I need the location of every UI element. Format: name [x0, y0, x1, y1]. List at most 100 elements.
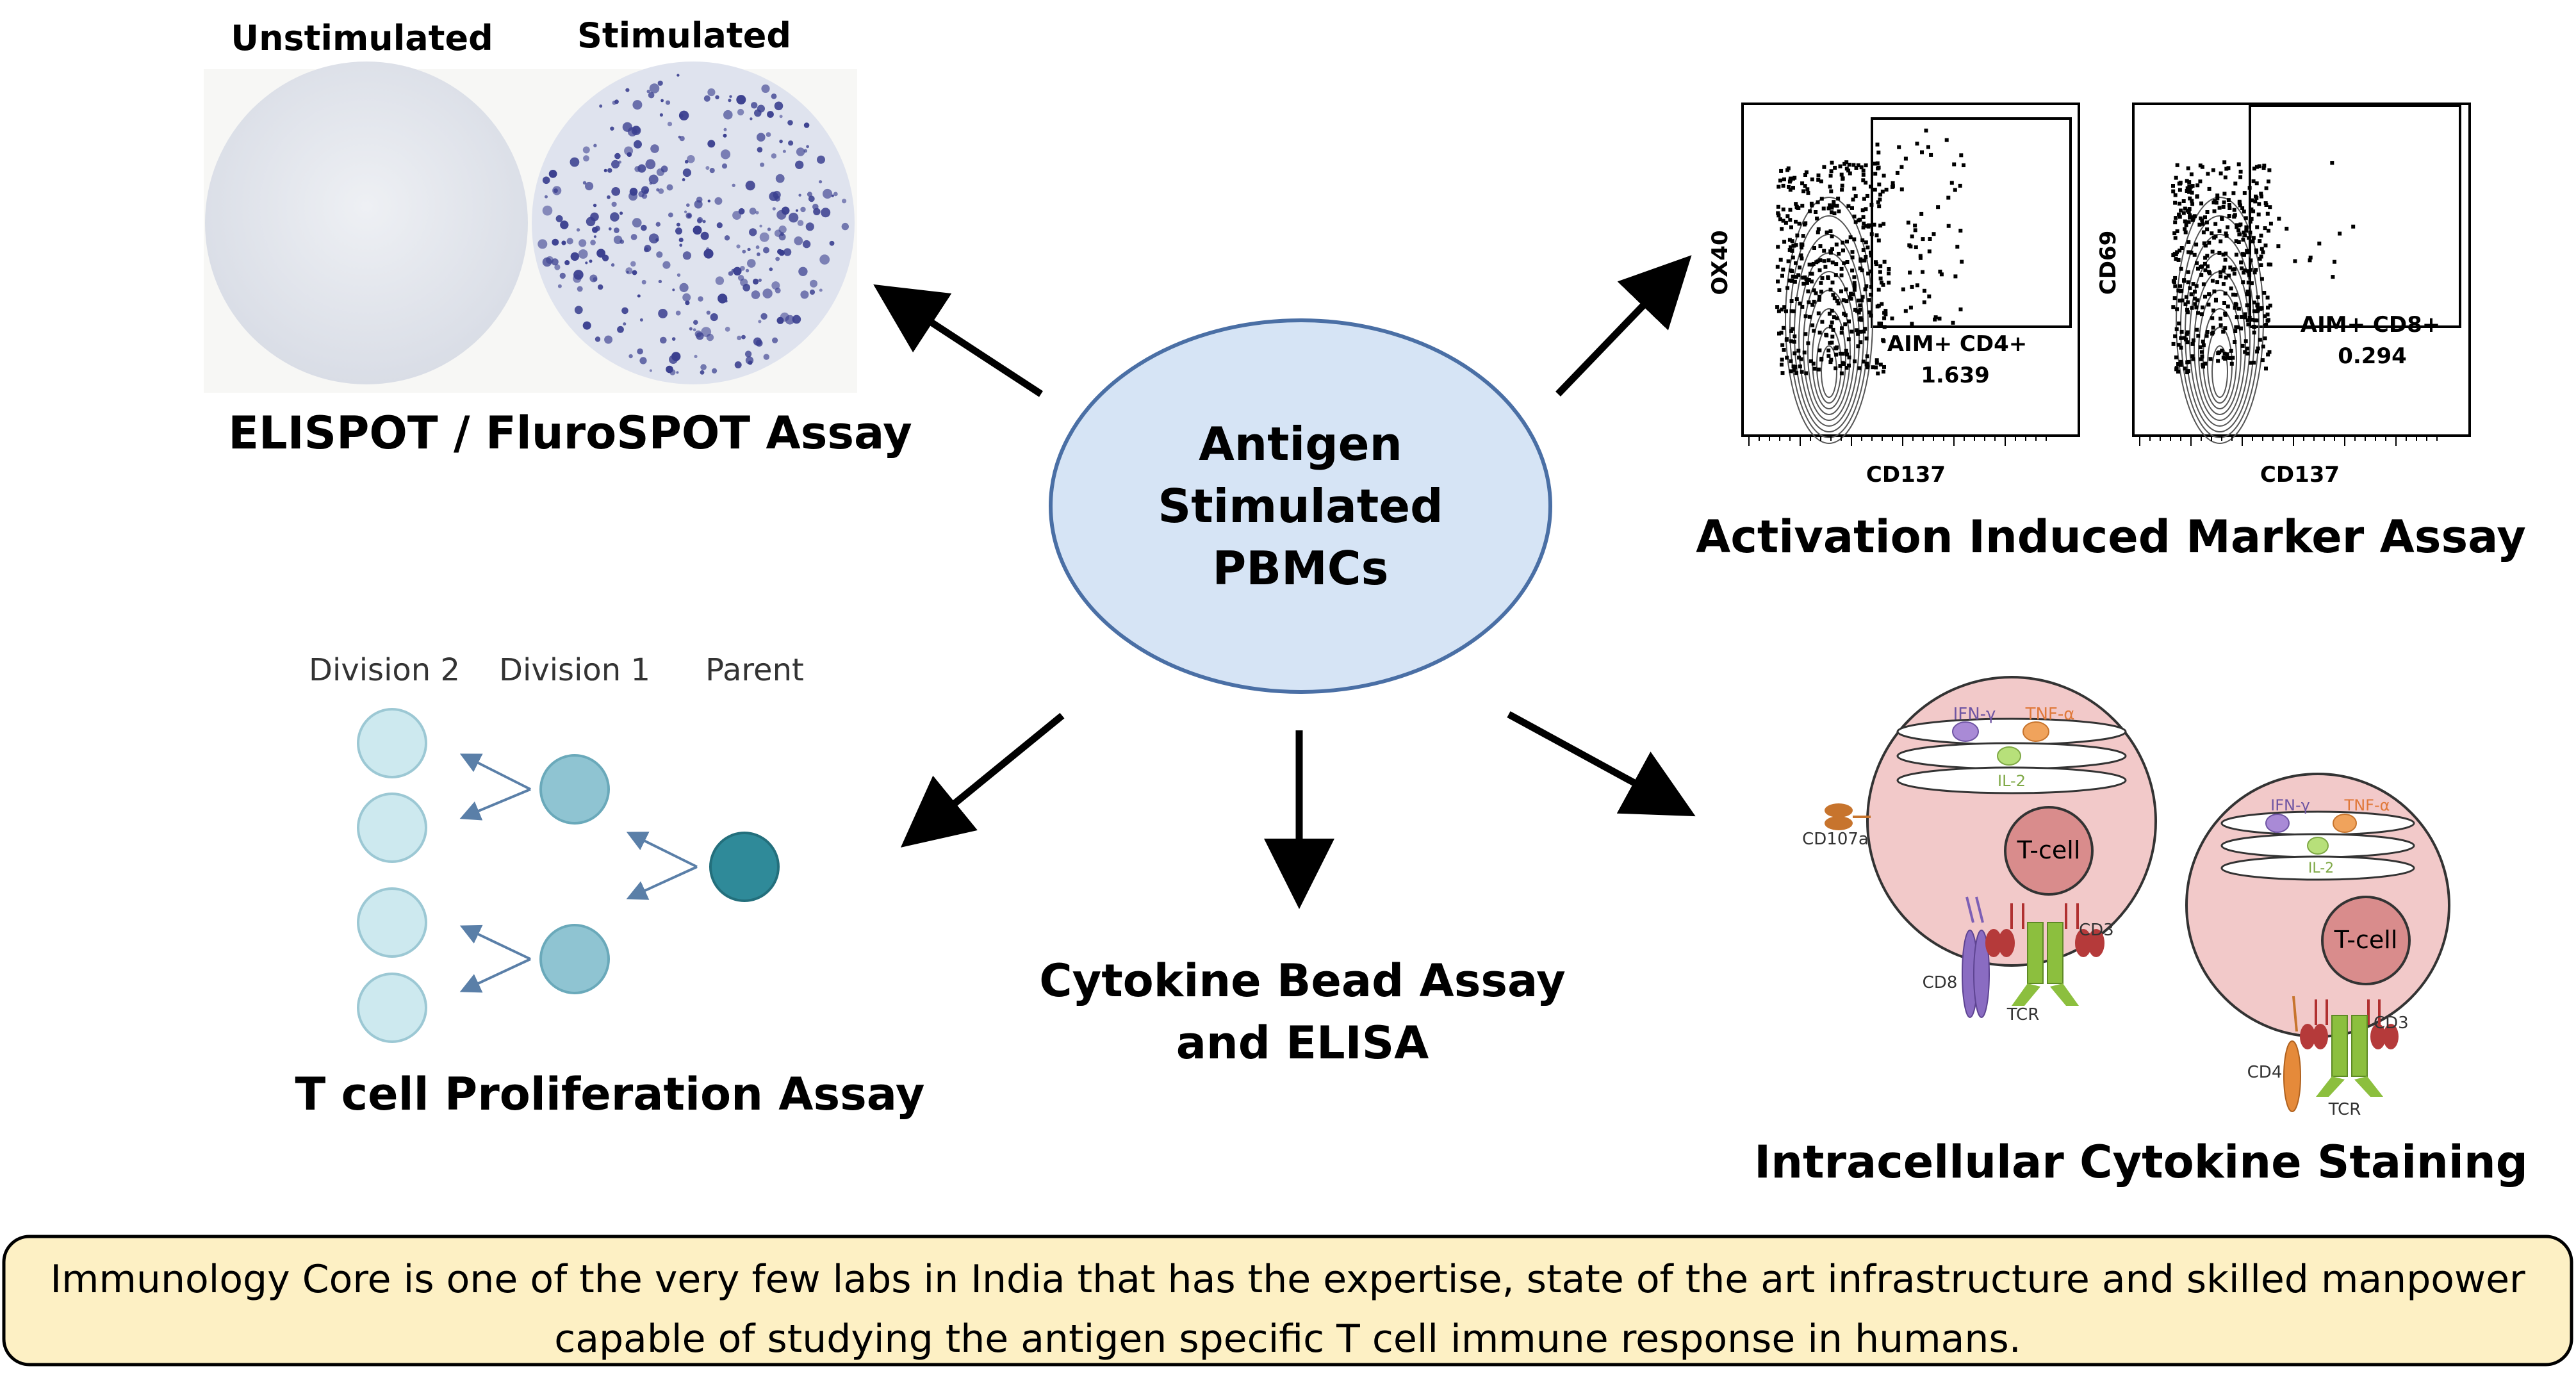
- flow-event: [1805, 187, 1810, 192]
- flow-event: [2179, 329, 2184, 334]
- elispot-spot: [776, 316, 784, 324]
- flow-event: [2231, 191, 2236, 195]
- flow-event: [2211, 325, 2215, 330]
- aim-title: Activation Induced Marker Assay: [1696, 511, 2526, 563]
- flow-event: [1864, 336, 1869, 341]
- flow-event: [1828, 185, 1832, 189]
- flow-event: [2252, 300, 2257, 305]
- elispot-spot: [753, 337, 762, 346]
- flow-event: [2252, 270, 2257, 275]
- flow-event: [1822, 165, 1826, 169]
- flow-event: [2232, 208, 2236, 212]
- elispot-spot: [761, 84, 770, 93]
- flow-event: [1880, 281, 1883, 285]
- elispot-spot: [623, 322, 627, 326]
- flow-event: [1852, 288, 1857, 292]
- flow-event-positive: [1897, 145, 1901, 149]
- flow-event: [2205, 227, 2210, 231]
- flow-event: [1869, 185, 1873, 189]
- flow-event: [1819, 179, 1823, 184]
- flow-event: [1828, 250, 1833, 255]
- flow-event: [1782, 325, 1785, 330]
- flow-event: [1882, 370, 1885, 374]
- flow-event-positive: [1958, 229, 1963, 233]
- flow-event: [2210, 249, 2215, 254]
- flow-event: [1794, 202, 1798, 206]
- flow-event: [2242, 230, 2246, 234]
- flow-event: [2174, 257, 2178, 261]
- flow-event: [2258, 239, 2262, 243]
- division-2-cell: [357, 973, 427, 1043]
- flow-event: [1778, 178, 1782, 183]
- flow-event: [1817, 331, 1822, 335]
- flow-event: [2190, 218, 2195, 222]
- flow-event: [2267, 179, 2270, 184]
- flow-event: [1869, 284, 1873, 289]
- flow-event: [1778, 258, 1783, 262]
- elispot-spot: [555, 215, 563, 222]
- cd8-label: CD8: [1923, 973, 1958, 992]
- elispot-spot: [649, 182, 652, 185]
- flow-event: [1792, 340, 1796, 344]
- flow-event-positive: [1915, 142, 1919, 146]
- elispot-spot: [548, 170, 557, 178]
- contour-line: [2211, 345, 2228, 398]
- elispot-spot: [808, 195, 815, 202]
- elispot-spot: [644, 247, 649, 252]
- flow-event: [1828, 341, 1832, 345]
- flow-event: [1856, 344, 1860, 349]
- flow-event: [2245, 318, 2250, 322]
- flow-event: [1855, 309, 1859, 313]
- elispot-spot: [714, 197, 723, 205]
- prolif-title: T cell Proliferation Assay: [295, 1068, 924, 1121]
- elispot-spot: [833, 192, 838, 197]
- elispot-spot: [693, 320, 698, 325]
- flow-event: [1861, 226, 1866, 230]
- elispot-spot: [774, 101, 783, 111]
- flow-event: [2202, 241, 2206, 245]
- flow-event: [2219, 239, 2223, 243]
- elispot-spot: [537, 239, 548, 249]
- flow-event: [1860, 238, 1865, 243]
- flow-event: [2223, 313, 2227, 317]
- flow-event: [1809, 279, 1814, 284]
- flow-event: [2257, 164, 2261, 168]
- flow-event: [2242, 252, 2246, 257]
- flow-event: [1807, 300, 1811, 304]
- flow-event: [2235, 225, 2239, 229]
- flow-event: [2219, 316, 2222, 321]
- elispot-spot: [677, 74, 680, 77]
- elispot-spot: [697, 217, 703, 223]
- flow-event: [1824, 333, 1828, 337]
- nucleus: [2004, 806, 2094, 896]
- elispot-spot: [706, 310, 711, 315]
- flow-event: [1863, 327, 1867, 331]
- flow-event: [2246, 322, 2251, 327]
- elispot-spot: [678, 237, 684, 243]
- flow-event: [2196, 311, 2200, 315]
- flow-event: [2221, 252, 2226, 257]
- flow-event-positive: [1914, 245, 1918, 249]
- division-2-cell: [357, 792, 427, 863]
- footer-line-2: capable of studying the antigen specific…: [554, 1317, 2021, 1361]
- elispot-spot: [578, 239, 587, 247]
- flow-event: [2245, 351, 2250, 356]
- center-label-line2: Stimulated: [1158, 479, 1443, 533]
- flow-event: [2249, 361, 2253, 365]
- flow-event: [1850, 250, 1855, 254]
- flow-event: [2233, 181, 2238, 186]
- flow-event: [2211, 168, 2215, 172]
- elispot-spot: [687, 155, 695, 163]
- flow-event: [2188, 188, 2192, 192]
- flow-event: [1835, 204, 1839, 208]
- flow-event: [1789, 225, 1793, 229]
- elispot-spot: [763, 247, 769, 254]
- flow-event: [1777, 331, 1781, 336]
- flow-event: [2236, 240, 2241, 244]
- flow-event: [2236, 228, 2241, 233]
- flow-event: [1803, 332, 1808, 336]
- flow-event: [1775, 305, 1780, 309]
- flow-event: [2215, 193, 2220, 198]
- flow-event: [1826, 275, 1830, 279]
- flow-event: [1823, 265, 1828, 269]
